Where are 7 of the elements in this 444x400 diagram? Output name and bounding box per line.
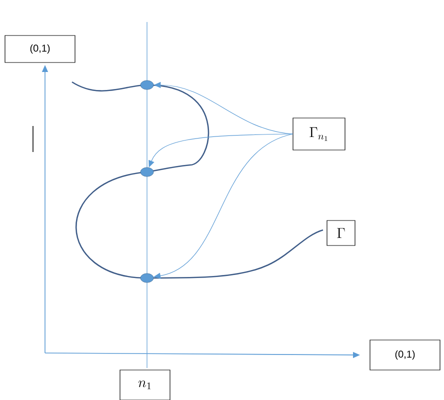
label-box: $\Gamma_{n_1}$ — [292, 118, 346, 150]
label-box: $\Gamma$ — [326, 220, 356, 246]
label-box: (0,1) — [4, 35, 76, 63]
label-box: $n_1$ — [120, 370, 170, 400]
label-box: (0,1) — [370, 340, 440, 370]
arrow — [154, 134, 293, 279]
arrow — [148, 134, 293, 168]
